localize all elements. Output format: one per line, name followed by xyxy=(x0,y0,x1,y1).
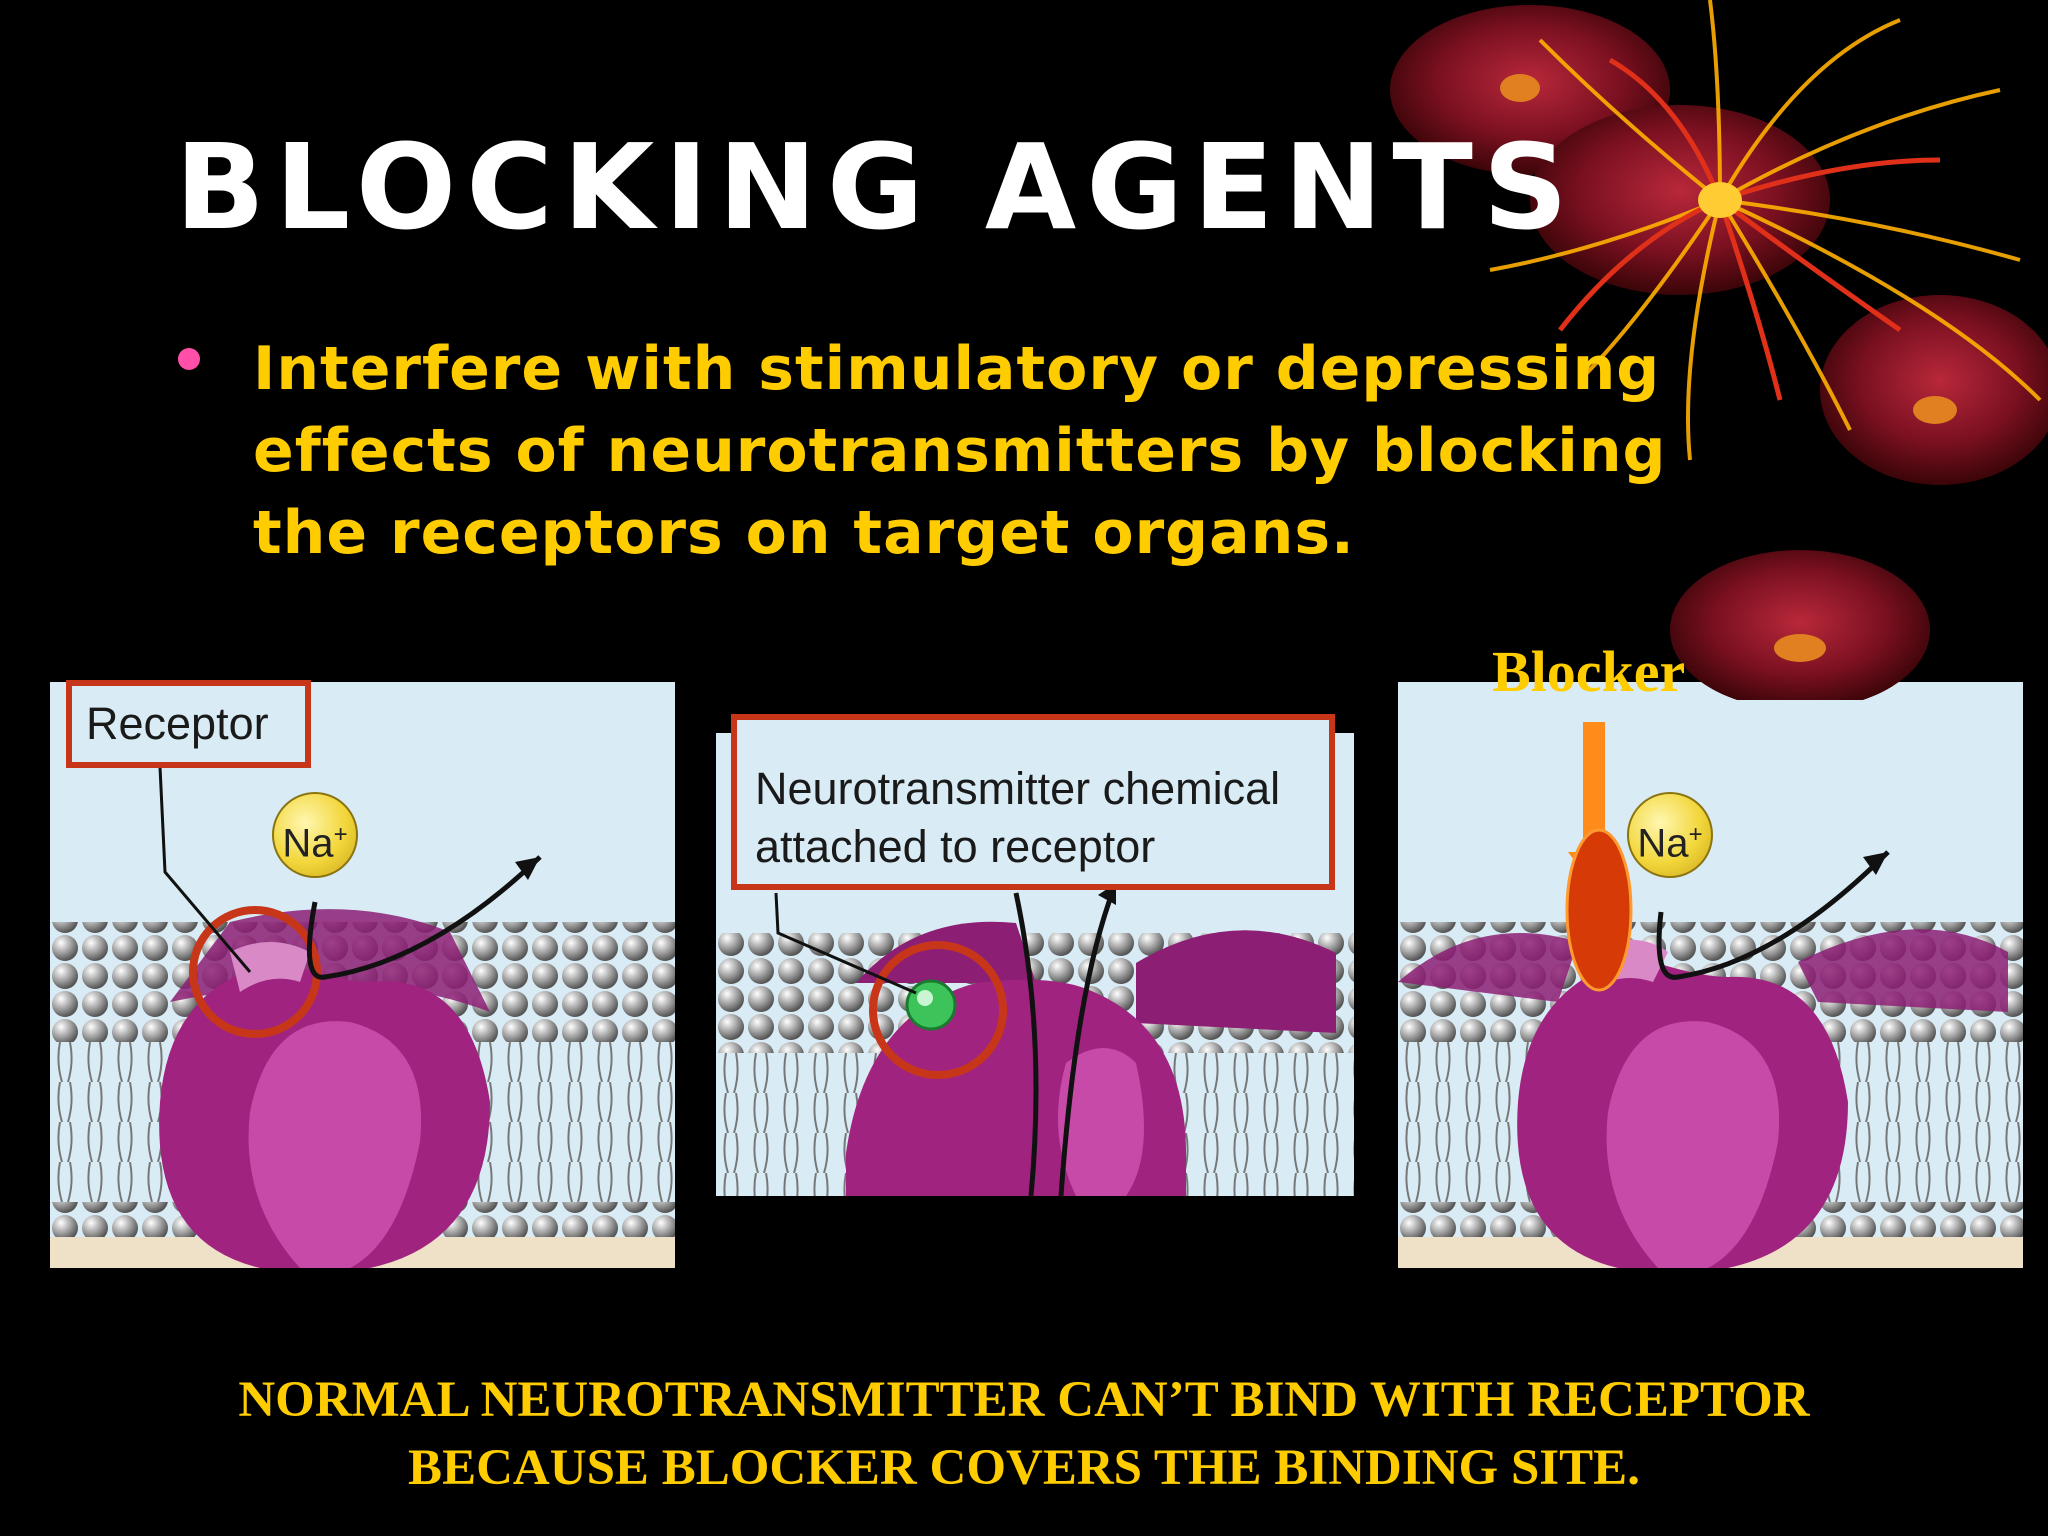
sodium-ion-panel1: Na+ xyxy=(272,792,358,878)
neurotransmitter-label-line1: Neurotransmitter chemical xyxy=(755,763,1281,814)
caption-line1: NORMAL NEUROTRANSMITTER CAN’T BIND WITH … xyxy=(238,1372,1810,1428)
sodium-ion-panel3: Na+ xyxy=(1627,792,1713,878)
sodium-ion-charge: + xyxy=(1688,821,1703,848)
slide-title: BLOCKING AGENTS xyxy=(175,118,1578,256)
figure-panel-blocker xyxy=(1398,682,2023,1268)
sodium-ion-label: Na xyxy=(1637,821,1689,866)
bullet-dot-icon xyxy=(178,348,200,370)
blocker-label: Blocker xyxy=(1492,639,1686,704)
slide-caption: NORMAL NEUROTRANSMITTER CAN’T BIND WITH … xyxy=(0,1366,2048,1502)
neurotransmitter-label: Neurotransmitter chemical attached to re… xyxy=(731,714,1335,890)
neurotransmitter-label-line2: attached to receptor xyxy=(755,821,1156,872)
receptor-label: Receptor xyxy=(66,680,311,768)
sodium-ion-charge: + xyxy=(333,821,348,848)
sodium-ion-label: Na xyxy=(282,821,334,866)
caption-line2: BECAUSE BLOCKER COVERS THE BINDING SITE. xyxy=(408,1440,1640,1496)
figure-panel-receptor xyxy=(50,682,675,1268)
bullet-text: Interfere with stimulatory or depressing… xyxy=(253,334,1667,568)
decorative-flower-graphic xyxy=(1390,0,2048,700)
